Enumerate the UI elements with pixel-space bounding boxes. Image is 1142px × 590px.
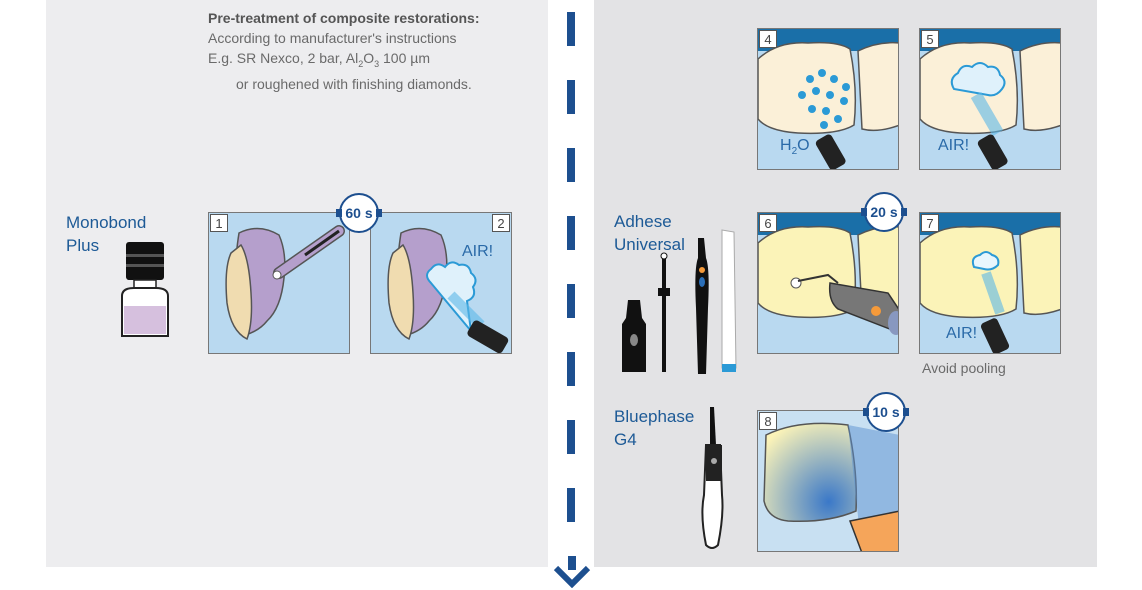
pretreatment-line1: According to manufacturer's instructions — [208, 30, 457, 46]
air-dry-illustration — [920, 29, 1060, 169]
step-caption: AIR! — [462, 243, 494, 260]
step-number: 1 — [210, 214, 228, 232]
step-2-panel: 2 AIR! — [370, 212, 512, 354]
flow-dash — [567, 420, 575, 454]
air-dry-illustration — [387, 227, 509, 353]
flow-dash — [567, 352, 575, 386]
timer-badge: 10 s — [863, 392, 909, 432]
step-caption: AIR! — [938, 137, 970, 154]
timer-badge: 20 s — [861, 192, 907, 232]
flow-dash — [567, 284, 575, 318]
timer-badge: 60 s — [336, 193, 382, 233]
monobond-label: Monobond Plus — [66, 213, 147, 255]
flow-dash — [567, 488, 575, 522]
air-disperse-illustration — [920, 213, 1060, 353]
step-7-panel: 7 AIR! — [919, 212, 1061, 354]
rinse-water-illustration — [758, 29, 898, 169]
flow-dash — [567, 216, 575, 250]
pretreatment-line2: E.g. SR Nexco, 2 bar, Al2O3 100 µm — [208, 50, 430, 69]
flow-arrow-down-icon — [553, 556, 591, 588]
avoid-pooling-caption: Avoid pooling — [922, 360, 1006, 376]
apply-adhesive-illustration — [758, 213, 898, 335]
step-number: 8 — [759, 412, 777, 430]
adhese-products-icon — [622, 229, 737, 374]
step-4-panel: 4 H2O — [757, 28, 899, 170]
flow-dash — [567, 12, 575, 46]
pretreatment-line3: or roughened with finishing diamonds. — [236, 75, 472, 92]
step-6-panel: 6 — [757, 212, 899, 354]
step-5-panel: 5 AIR! — [919, 28, 1061, 170]
step-number: 6 — [759, 214, 777, 232]
adhese-label: Adhese Universal — [614, 212, 685, 254]
flow-dash — [567, 148, 575, 182]
bluephase-label: Bluephase G4 — [614, 407, 695, 449]
pretreatment-text: Pre-treatment of composite restorations:… — [208, 8, 480, 94]
step-number: 4 — [759, 30, 777, 48]
curing-light-icon — [701, 407, 724, 549]
step-caption: AIR! — [946, 325, 978, 342]
step-number: 2 — [492, 214, 510, 232]
flow-dash — [567, 80, 575, 114]
step-1-panel: 1 — [208, 212, 350, 354]
step-8-panel: 8 — [757, 410, 899, 552]
light-cure-illustration — [758, 411, 898, 551]
monobond-bottle-icon — [121, 242, 169, 337]
step-number: 7 — [921, 214, 939, 232]
step-caption: H2O — [780, 137, 810, 158]
pretreatment-title: Pre-treatment of composite restorations: — [208, 10, 480, 26]
step-number: 5 — [921, 30, 939, 48]
restoration-silane-illustration — [225, 225, 345, 341]
